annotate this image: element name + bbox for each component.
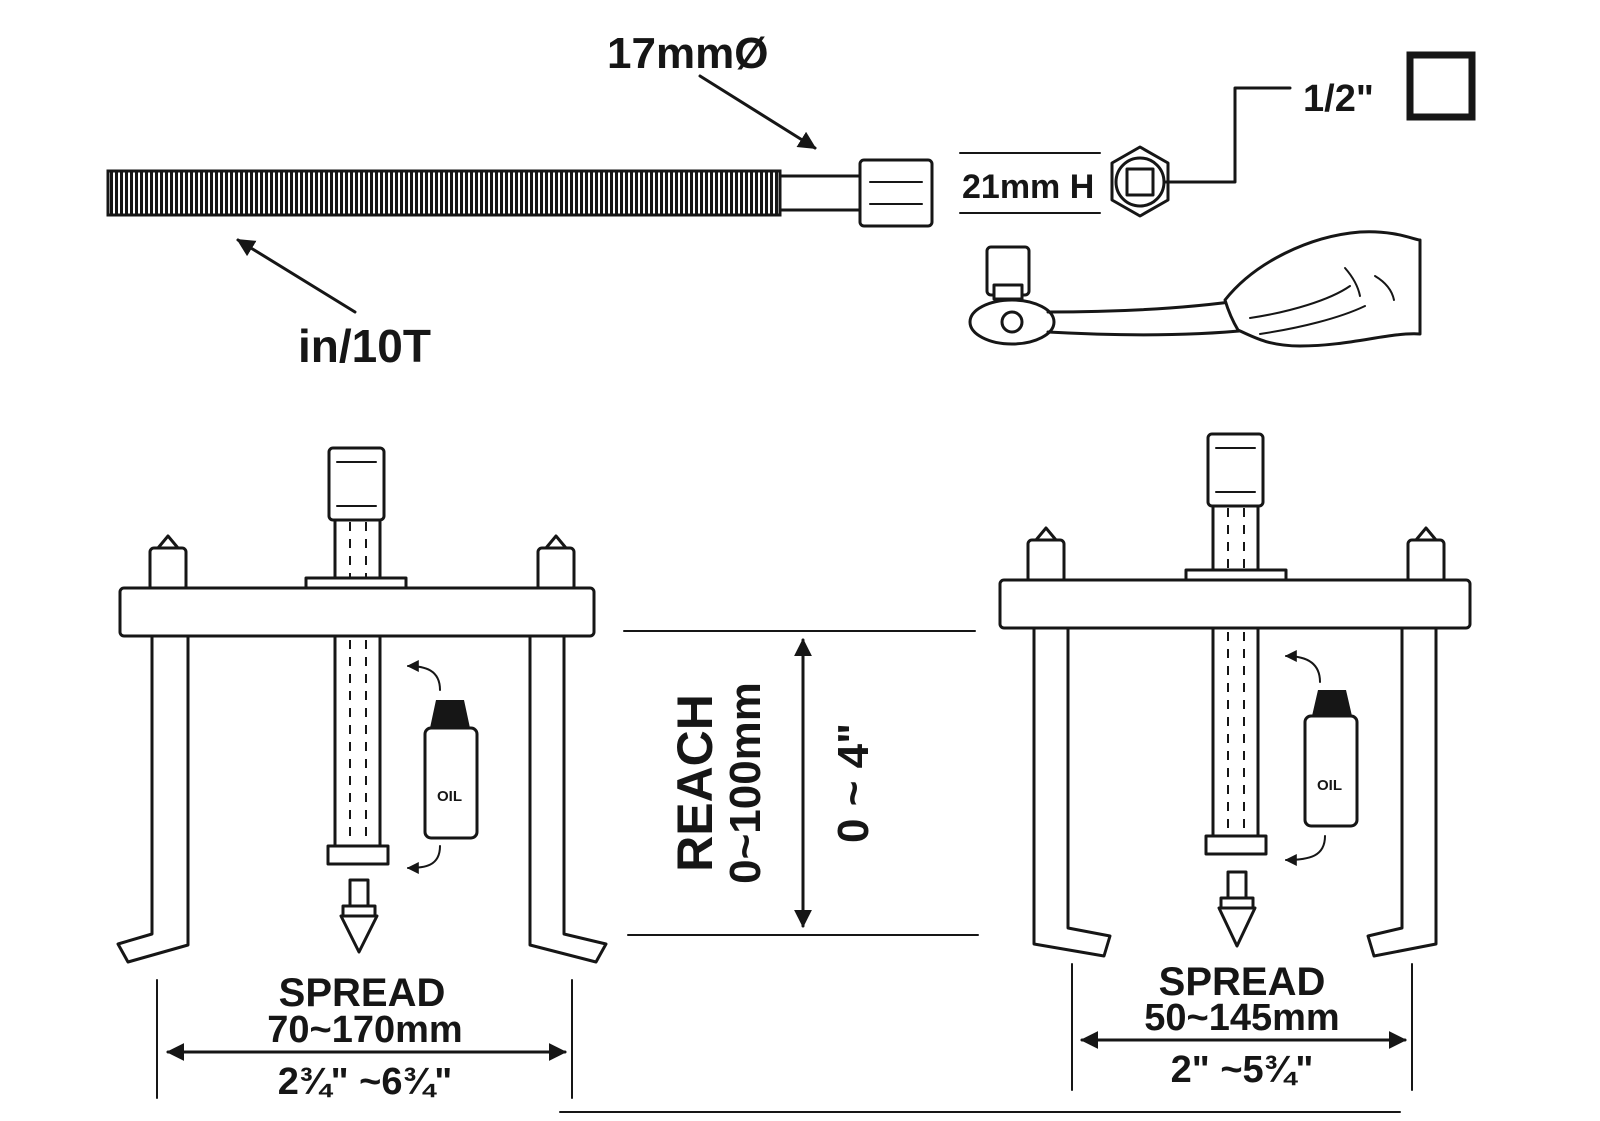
oil-bottle-icon: OIL — [1284, 650, 1359, 866]
reach-title: REACH — [667, 694, 723, 872]
thread-label: in/10T — [298, 320, 431, 372]
grease-nipple-icon — [1217, 870, 1257, 948]
spindle-hex-end — [858, 158, 934, 228]
oil-bottle-icon: OIL — [406, 660, 479, 874]
drive-size-label: 1/2" — [1303, 78, 1374, 120]
arrow-icon — [236, 238, 357, 314]
hex-size-label: 21mm H — [962, 168, 1094, 206]
right-puller: OIL — [998, 432, 1472, 958]
reach-in: 0 ~ 4" — [829, 723, 878, 843]
left-spread-mm: 70~170mm — [267, 1009, 462, 1051]
arrow-icon — [698, 74, 817, 150]
reach-mm: 0~100mm — [721, 682, 770, 884]
spindle — [106, 158, 934, 228]
right-spread-mm: 50~145mm — [1144, 997, 1339, 1039]
shaft-diameter-label: 17mmØ — [607, 29, 768, 78]
grease-nipple-icon — [339, 878, 379, 954]
oil-label: OIL — [1317, 777, 1342, 794]
ratchet-hand-icon — [968, 230, 1422, 348]
left-spread-in: 2¾" ~6¾" — [278, 1061, 452, 1103]
oil-label: OIL — [437, 788, 462, 805]
left-puller: OIL — [116, 446, 608, 964]
spindle-smooth-part — [778, 174, 862, 212]
square-drive-icon — [1406, 51, 1476, 121]
left-spread-title: SPREAD — [279, 971, 446, 1015]
right-spread-title: SPREAD — [1159, 960, 1326, 1004]
right-spread-in: 2" ~5¾" — [1171, 1049, 1314, 1091]
spindle-threaded-part — [106, 169, 782, 217]
hex-socket-icon — [1110, 145, 1170, 218]
